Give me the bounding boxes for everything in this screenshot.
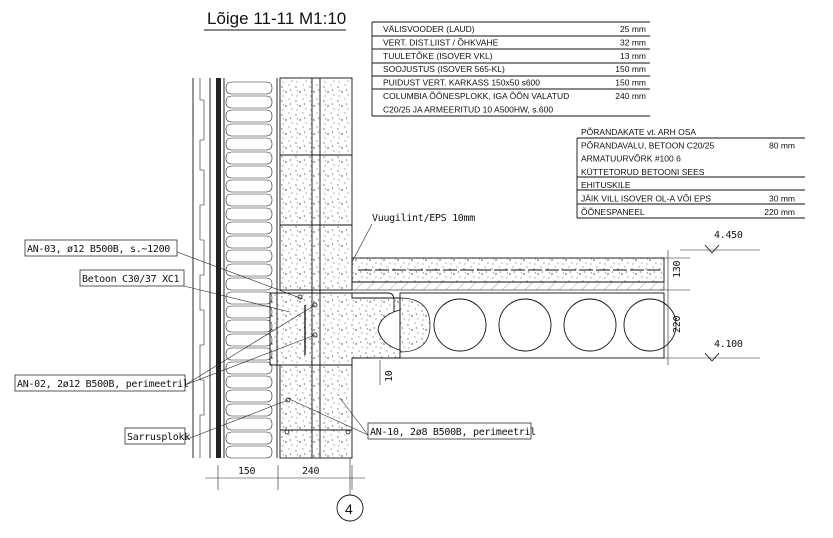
callouts: Vuugilint/EPS 10mm AN-03, ø12 B500B, s.~… xyxy=(14,210,536,445)
dim-block: 240 xyxy=(302,466,319,477)
callout-an02: AN-02, 2ø12 B500B, perimeetril xyxy=(17,379,189,390)
layer-label: SOOJUSTUS (ISOVER 565-KL) xyxy=(383,64,505,74)
level-bottom: 4.100 xyxy=(714,339,743,350)
layer-thickness: 150 mm xyxy=(615,64,646,74)
layer-label: PÕRANDAVALU, BETOON C20/25 xyxy=(581,140,714,150)
bottom-dimensions: 150 240 4 xyxy=(205,458,365,522)
wall-layers-table: VÄLISVOODER (LAUD) 25 mm VERT. DIST.LIIST … xyxy=(371,21,650,117)
level-marker-icon xyxy=(704,244,720,254)
layer-label: VÄLISVOODER (LAUD) xyxy=(383,24,475,34)
layer-thickness: 13 mm xyxy=(620,51,646,61)
layer-label: ÕÕNESPANEEL xyxy=(581,207,645,217)
dim-insulation: 150 xyxy=(238,466,255,477)
layer-label: C20/25 JA ARMEERITUD 10 A500HW, s.600 xyxy=(383,104,553,114)
layer-label: EHITUSKILE xyxy=(581,180,631,190)
layer-thickness: 240 mm xyxy=(615,91,646,101)
dim-gap: 10 xyxy=(384,370,395,382)
layer-label: JÄIK VILL ISOVER OL-A VÕI EPS xyxy=(581,194,711,204)
callout-rebar-block: Sarrusplokk xyxy=(127,432,190,443)
layer-thickness: 32 mm xyxy=(620,37,646,47)
hollow-core-slab xyxy=(399,292,677,359)
layer-thickness: 220 mm xyxy=(764,207,795,217)
layer-label: ARMATUURVÕRK #100 6 xyxy=(581,154,681,164)
rebar-hook xyxy=(352,292,395,312)
insulation xyxy=(223,78,278,459)
callout-concrete: Betoon C30/37 XC1 xyxy=(82,274,180,285)
layer-thickness: 30 mm xyxy=(769,194,795,204)
callout-an10: AN-10, 2ø8 B500B, perimeetril xyxy=(370,427,536,438)
axis-bubble xyxy=(336,494,364,522)
dim-slab: 220 xyxy=(672,316,683,333)
rigid-insulation xyxy=(351,281,665,291)
wind-barrier xyxy=(216,78,221,458)
right-dimensions: 130 220 4.450 4.100 xyxy=(660,230,760,365)
layer-label: TUULETÕKE (ISOVER VKL) xyxy=(383,51,493,61)
layer-label: KÜTTETORUD BETOONI SEES xyxy=(581,167,705,177)
layer-thickness: 150 mm xyxy=(615,78,646,88)
layer-thickness: 80 mm xyxy=(769,140,795,150)
layer-label: PÕRANDAKATE vt. ARH OSA xyxy=(581,127,696,137)
layer-label: VERT. DIST.LIIST / ÕHKVAHE xyxy=(383,37,499,47)
layer-thickness: 25 mm xyxy=(620,24,646,34)
ring-beam-concrete xyxy=(269,292,401,366)
dim-screed: 130 xyxy=(672,261,683,278)
axis-label: 4 xyxy=(345,501,353,517)
hollow-blocks xyxy=(279,77,353,459)
level-top: 4.450 xyxy=(714,230,743,241)
callout-an03: AN-03, ø12 B500B, s.~1200 xyxy=(27,244,170,255)
exterior-cladding xyxy=(192,78,211,458)
level-marker-icon xyxy=(704,352,720,362)
layer-label: PUIDUST VERT. KARKASS 150x50 s600 xyxy=(383,78,540,88)
drawing-title: Lõige 11-11 M1:10 xyxy=(207,9,346,28)
callout-joint-tape: Vuugilint/EPS 10mm xyxy=(372,213,475,224)
layer-label: COLUMBIA ÕÕNESPLOKK, IGA ÕÕN VALATUD xyxy=(383,91,569,101)
floor-layers-table: PÕRANDAKATE vt. ARH OSA PÕRANDAVALU, BETO… xyxy=(576,127,805,219)
